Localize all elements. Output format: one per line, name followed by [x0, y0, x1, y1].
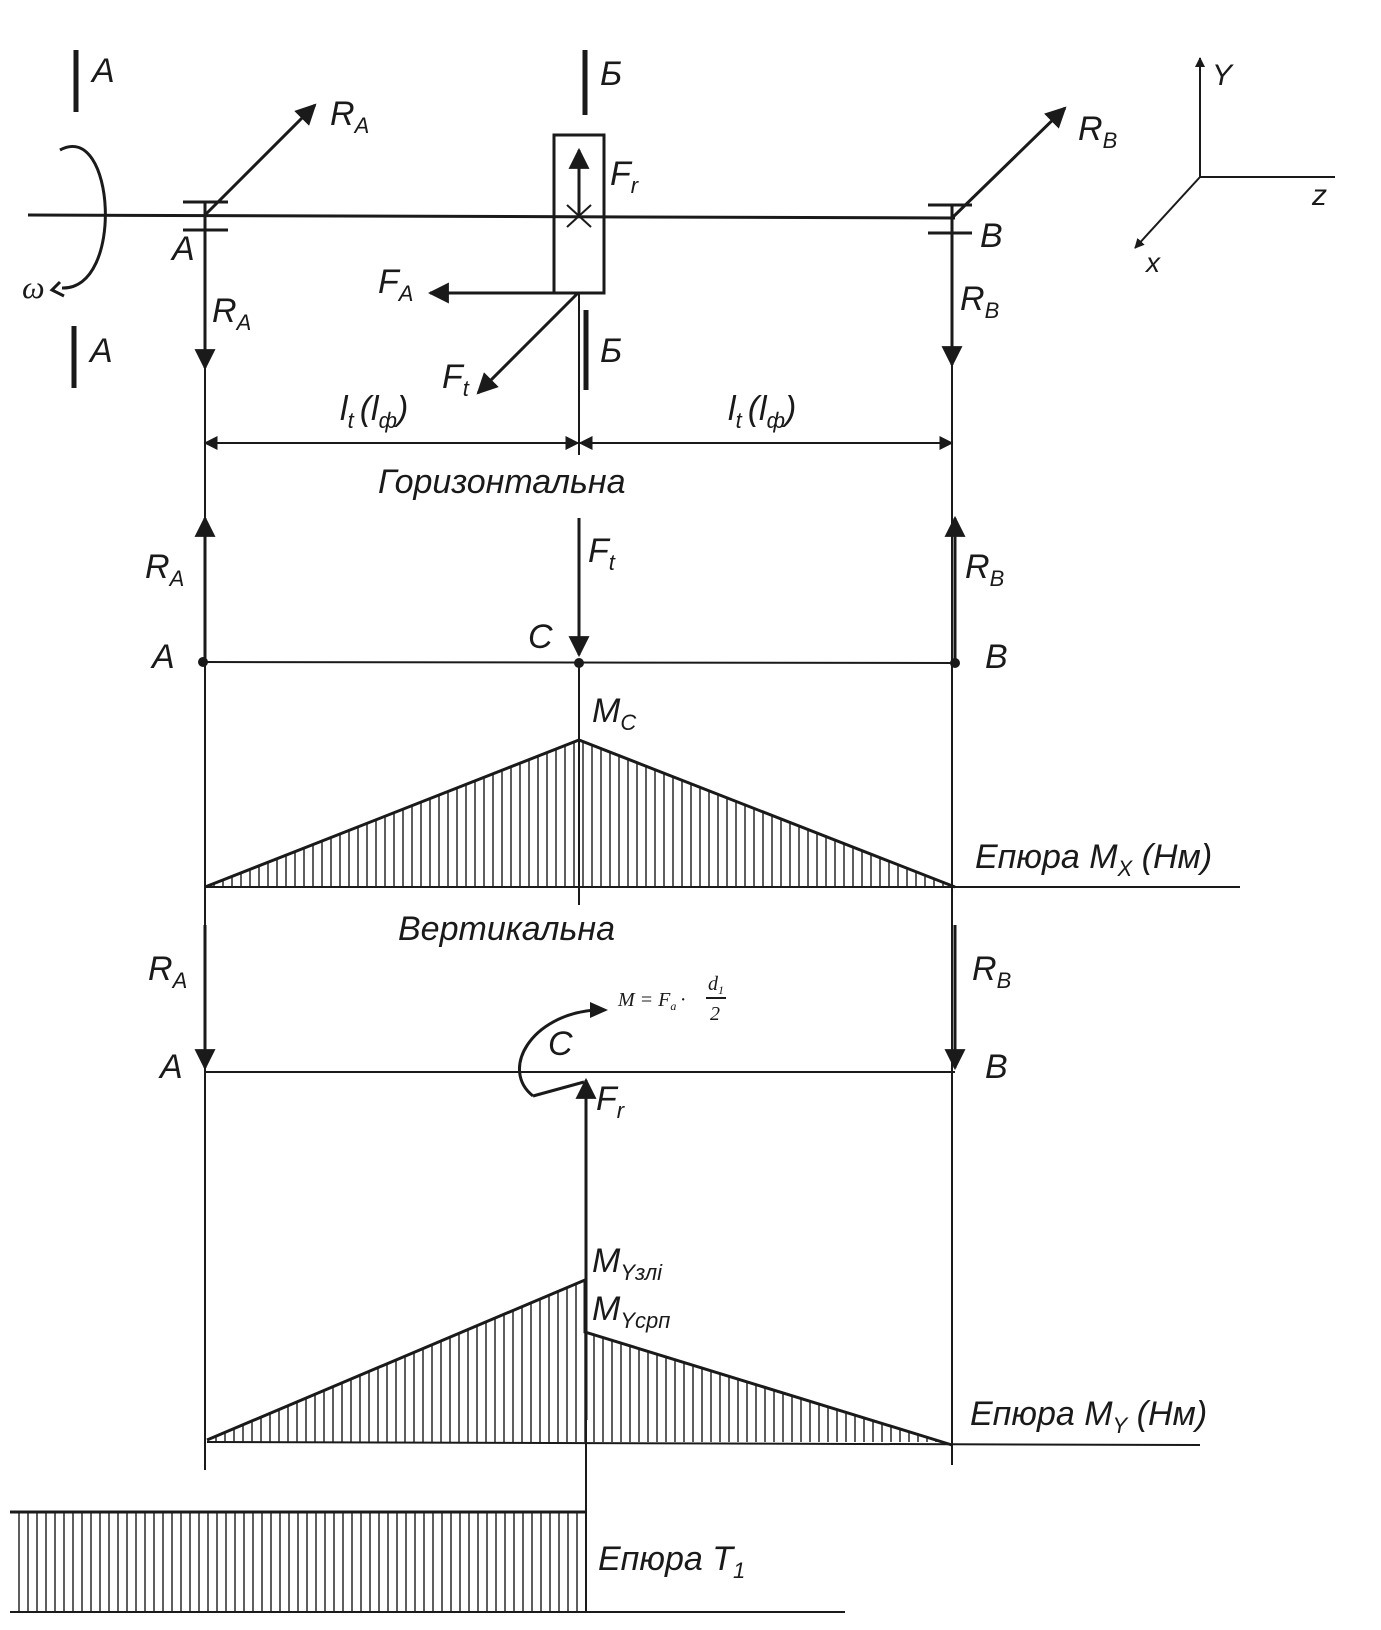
ra-down-label: RA — [212, 292, 251, 335]
vertical-rb-label: RB — [972, 950, 1011, 993]
point-a-top-label: A — [170, 230, 195, 268]
horizontal-point-c-label: C — [528, 618, 553, 656]
vertical-point-c-label: C — [548, 1025, 573, 1063]
horizontal-point-a-label: A — [150, 638, 175, 676]
moment-arc-tail — [532, 1080, 585, 1098]
y-axis-label: Y — [1212, 59, 1234, 92]
point-b-top-label: B — [980, 217, 1003, 255]
horizontal-plane: Горизонтальна RA Ft RB A C B — [145, 463, 1008, 905]
t1-diagram: Епюра T1 — [10, 1420, 845, 1613]
horizontal-ft-label: Ft — [588, 532, 616, 575]
rotation-arrowhead — [49, 280, 65, 298]
vertical-fr-label: Fr — [596, 1080, 626, 1123]
ra-diagonal-label: RA — [330, 95, 369, 138]
fr-top-label: Fr — [610, 155, 640, 198]
my-diagram-outline — [206, 1277, 953, 1447]
my-diagram-title: Епюра MY (Нм) — [970, 1395, 1207, 1438]
mx-diagram-outline — [204, 738, 956, 889]
shaft-scheme: A A Б Б ω A RA RA Fr FA — [22, 50, 1335, 455]
vertical-point-b-label: B — [985, 1048, 1008, 1086]
section-label-b-top: Б — [600, 55, 622, 93]
section-label-a-top: A — [90, 52, 115, 90]
my-left-label: MYзлі — [592, 1242, 663, 1285]
my-right-label: MYсрп — [592, 1290, 670, 1333]
moment-arc — [517, 1008, 596, 1098]
mx-diagram: MC Епюра MX (Нм) — [204, 692, 1240, 889]
mx-diagram-title: Епюра MX (Нм) — [975, 838, 1212, 881]
force-ft-diagonal-arrow — [476, 291, 580, 395]
vertical-ra-label: RA — [148, 950, 187, 993]
ft-diagonal-label: Ft — [442, 358, 470, 401]
moment-formula-denominator: 2 — [710, 1003, 720, 1025]
my-diagram: MYзлі MYсрп Епюра MY (Нм) — [206, 1242, 1207, 1447]
t1-diagram-title: Епюра T1 — [598, 1540, 745, 1583]
moment-formula-numerator: d1 — [708, 973, 724, 997]
moment-formula: M = Fa· — [617, 989, 685, 1013]
omega-label: ω — [22, 269, 45, 305]
reaction-ra-diagonal-arrow — [203, 103, 317, 217]
horizontal-plane-title: Горизонтальна — [378, 463, 626, 501]
section-label-b-bottom: Б — [600, 332, 622, 370]
horizontal-rb-label: RB — [965, 548, 1004, 591]
mc-label: MC — [592, 692, 636, 735]
moment-arc-arrowhead — [590, 1002, 608, 1018]
shaft-axis — [27, 213, 956, 220]
my-baseline — [206, 1441, 1201, 1446]
section-label-a-bottom: A — [88, 332, 113, 370]
gear-cross-2 — [566, 204, 592, 228]
rb-down-label: RB — [960, 280, 999, 323]
rotation-arrow — [59, 145, 107, 290]
x-axis — [1134, 176, 1201, 249]
vertical-point-a-label: A — [158, 1048, 183, 1086]
horizontal-ra-label: RA — [145, 548, 184, 591]
coordinate-system: Y z x — [1134, 57, 1335, 278]
vertical-plane-title: Вертикальна — [398, 910, 615, 948]
rb-diagonal-label: RB — [1078, 110, 1117, 153]
reaction-rb-diagonal-arrow — [950, 106, 1067, 220]
x-axis-label: x — [1144, 247, 1161, 278]
point-c-dot — [574, 658, 584, 668]
horizontal-point-b-label: B — [985, 638, 1008, 676]
support-b-dot — [950, 658, 960, 668]
fa-label: FA — [378, 263, 413, 306]
dimension-left-label: lt(lф) — [340, 390, 408, 433]
dimension-right-label: lt(lф) — [728, 390, 796, 433]
z-axis-label: z — [1311, 179, 1327, 212]
vertical-plane: Вертикальна RA RB Fr A C B M = Fa· d1 2 — [148, 910, 1011, 1420]
